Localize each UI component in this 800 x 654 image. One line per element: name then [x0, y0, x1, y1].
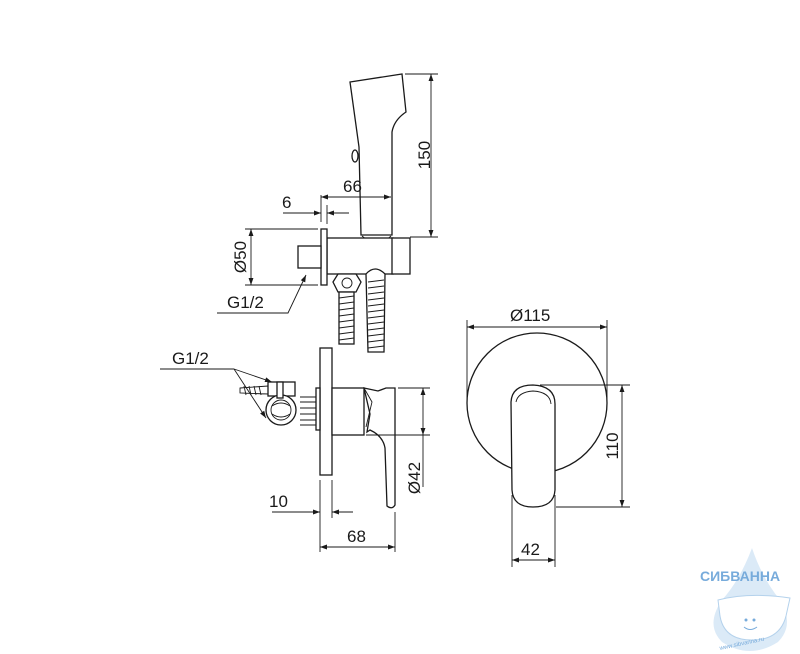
dimension-diameter-50: Ø50	[231, 228, 318, 286]
wall-screw	[239, 385, 269, 396]
mixer-body	[331, 387, 365, 436]
dimension-diameter-42: Ø42	[366, 387, 430, 494]
dimension-110: 110	[540, 384, 630, 508]
dimension-10: 10	[269, 480, 353, 552]
holder-body	[326, 237, 394, 275]
front-handle	[510, 384, 556, 508]
thread-callout-top: G1/2	[217, 274, 307, 314]
dimension-label: 66	[343, 177, 362, 196]
dimension-label: 42	[521, 540, 540, 559]
hose-left	[338, 291, 355, 345]
holder-block	[391, 237, 411, 275]
dimension-68: 68	[320, 512, 396, 552]
dimension-label: Ø42	[405, 462, 424, 494]
dimension-66: 66	[320, 177, 393, 235]
hose-right	[365, 268, 386, 353]
dimension-label: 68	[347, 527, 366, 546]
dimension-label: 150	[415, 141, 434, 169]
mount-ring	[265, 394, 297, 426]
mixer-side-view	[239, 347, 396, 509]
dimension-6: 6	[282, 193, 349, 224]
wall-plate-top	[320, 228, 328, 286]
shower-button	[351, 149, 359, 163]
dimension-label: Ø50	[231, 241, 250, 273]
wall-plate-side	[319, 347, 333, 476]
sibvanna-watermark-logo: СИБВАННА www.sibvanna.ru	[700, 548, 791, 652]
dimension-diameter-115: Ø115	[466, 306, 608, 400]
mixer-front-view	[466, 332, 608, 508]
hose-nut	[332, 273, 362, 293]
watermark-brand: СИБВАННА	[700, 568, 780, 584]
dimension-label: 110	[603, 432, 622, 459]
thread-callout-side: G1/2	[160, 349, 273, 419]
dimension-label: Ø115	[510, 306, 550, 325]
inlet-stub	[297, 245, 322, 269]
dimension-label: 6	[282, 193, 291, 212]
callout-label: G1/2	[227, 293, 264, 312]
mixer-handle	[363, 387, 396, 509]
dimension-42: 42	[511, 495, 556, 567]
dimension-150: 150	[405, 73, 438, 238]
callout-label: G1/2	[172, 349, 209, 368]
dimension-label: 10	[269, 492, 288, 511]
